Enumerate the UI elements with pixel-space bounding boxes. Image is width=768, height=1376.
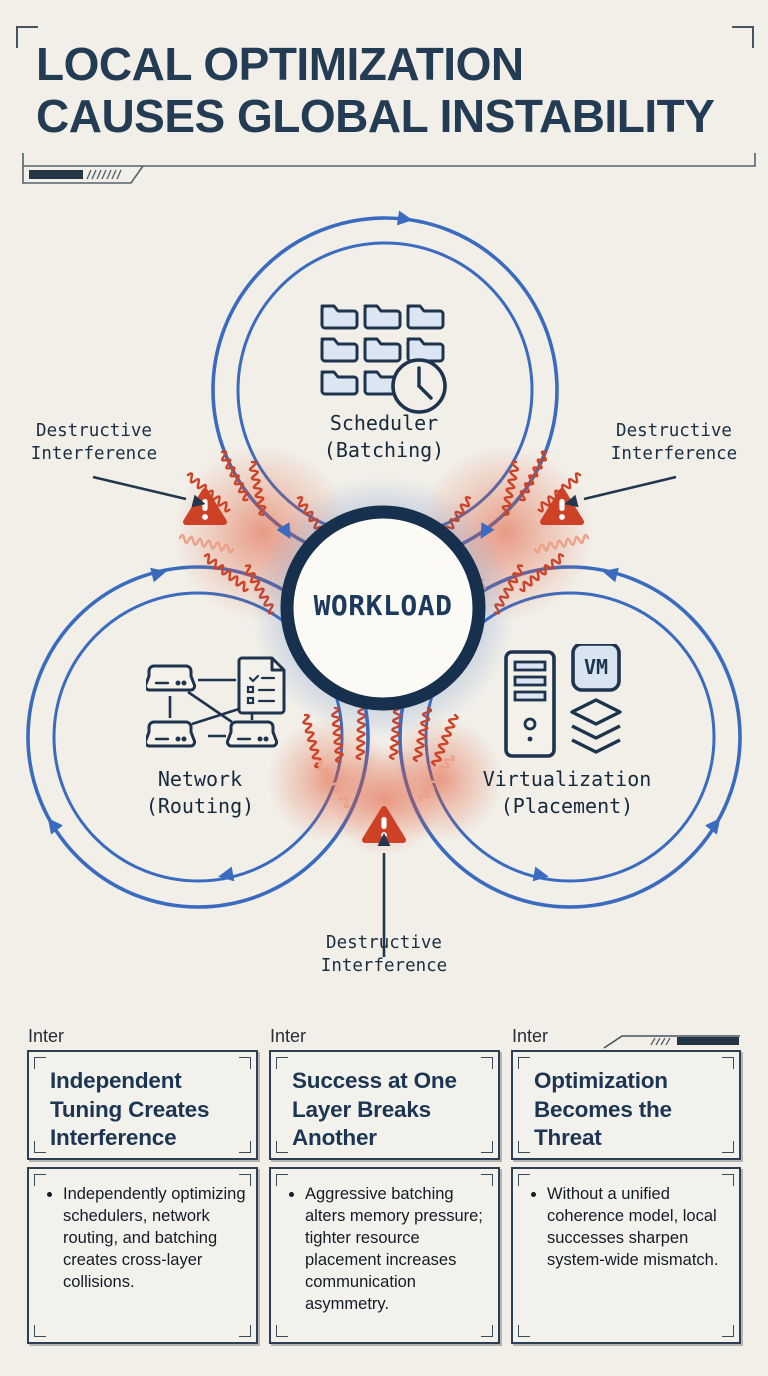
clock-icon [391,358,447,414]
scheduler-batching-icon [320,304,447,414]
virtualization-sub: (Placement) [500,794,634,818]
annotation-arrows [92,475,677,957]
workload-center-label: WORKLOAD [313,589,453,622]
virtualization-placement-icon: VM [504,644,622,758]
destructive-interference-label-left: Destructive Interference [30,421,158,465]
divider-bar [29,170,83,179]
page-title: LOCAL OPTIMIZATION CAUSES GLOBAL INSTABI… [36,38,736,143]
page-title-line2: CAUSES GLOBAL INSTABILITY [36,90,715,143]
scheduler-node-label: Scheduler (Batching) [264,410,504,464]
card2-body: Aggressive batching alters memory pressu… [269,1167,500,1344]
virtualization-name: Virtualization [482,767,652,791]
card3-body: Without a unified coherence model, local… [511,1167,741,1344]
workload-ring [280,505,486,711]
destructive-interference-label-bottom: Destructive Interference [320,933,448,977]
card2-title: Success at One Layer Breaks Another [292,1068,457,1151]
card1-title: Independent Tuning Creates Interference [50,1068,210,1151]
layers-icon [570,698,622,754]
card-tag-3: Inter [512,1026,549,1046]
divider-hatches [86,169,122,180]
network-name: Network [157,767,243,791]
vm-badge-icon: VM [571,644,621,692]
frame-corner-top-left [16,26,38,48]
card3-header: Optimization Becomes the Threat [511,1050,741,1160]
scheduler-name: Scheduler [329,411,439,435]
page-title-line1: LOCAL OPTIMIZATION [36,38,524,90]
warning-icons [183,488,584,843]
card1-bullet: Independently optimizing schedulers, net… [63,1184,246,1294]
card3-title: Optimization Becomes the Threat [534,1068,672,1151]
card-tag-2: Inter [270,1026,307,1046]
server-tower-icon [504,650,556,758]
scheduler-sub: (Batching) [323,438,445,462]
card1-header: Independent Tuning Creates Interference [27,1050,258,1160]
card2-bullet: Aggressive batching alters memory pressu… [305,1184,488,1316]
virtualization-node-label: Virtualization (Placement) [448,766,686,820]
routing-table-document-icon [237,656,286,715]
vm-badge-label: VM [584,655,608,679]
card2-header: Success at One Layer Breaks Another [269,1050,500,1160]
card1-body: Independently optimizing schedulers, net… [27,1167,258,1344]
frame-corner-top-right [732,26,754,48]
network-routing-icon [146,656,286,748]
card3-bullet: Without a unified coherence model, local… [547,1184,729,1272]
warning-icon-left [183,488,227,525]
warning-icon-right [540,488,584,525]
network-node-label: Network (Routing) [88,766,312,820]
destructive-interference-label-right: Destructive Interference [610,421,738,465]
header-divider-decoration [22,153,756,184]
network-sub: (Routing) [145,794,255,818]
card-tag-1: Inter [28,1026,65,1046]
